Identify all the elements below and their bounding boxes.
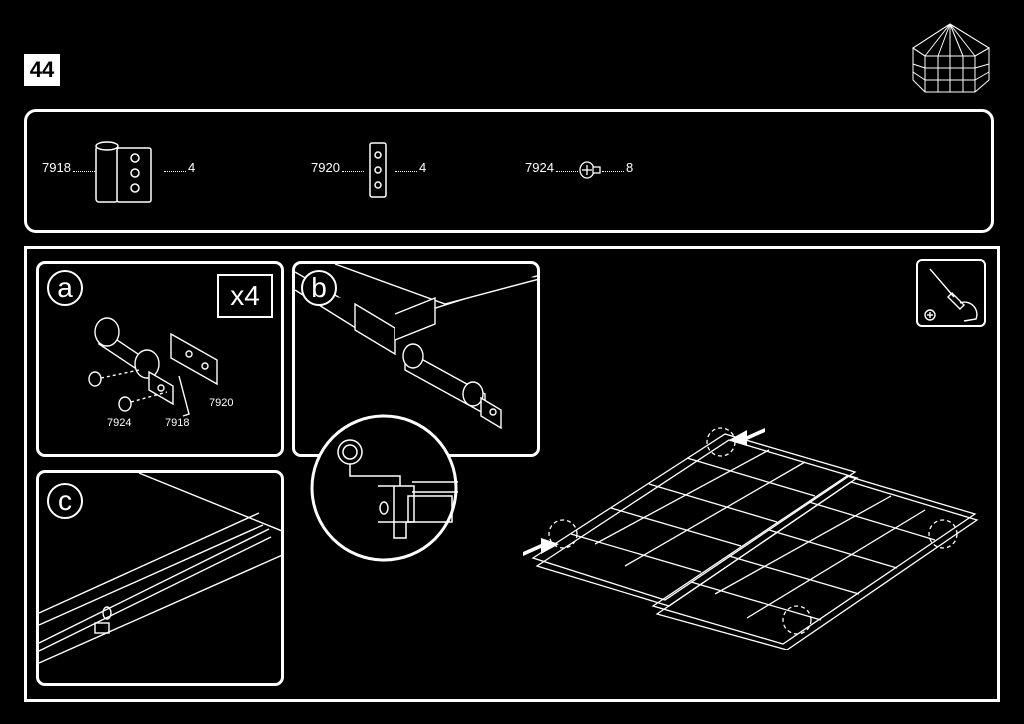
hinge-assembly-illustration	[88, 317, 218, 417]
part-code: 7918	[42, 160, 71, 175]
floor-panels-assembly-illustration	[523, 427, 979, 650]
screw-icon	[579, 161, 601, 179]
panel-a: a x4 7920 7924 7918	[36, 261, 284, 457]
multiplier-badge: x4	[217, 274, 273, 318]
plate-icon	[369, 142, 387, 198]
callout-7918: 7918	[165, 417, 190, 429]
part-7918: 7918	[42, 160, 97, 175]
callout-7920: 7920	[209, 397, 234, 409]
panel-a-label: a	[47, 270, 83, 306]
profile-detail-callout	[310, 414, 458, 562]
screwdriver-icon	[924, 268, 978, 322]
part-7920-qty: 4	[393, 160, 426, 175]
part-7924: 7924	[525, 160, 580, 175]
part-7920: 7920	[311, 160, 366, 175]
part-qty: 4	[419, 160, 427, 175]
hinge-icon	[95, 141, 152, 203]
instruction-area	[24, 246, 1000, 702]
panel-b-label: b	[301, 270, 337, 306]
step-number: 44	[24, 54, 60, 86]
panel-edge-illustration	[39, 473, 281, 664]
tool-indicator	[916, 259, 986, 327]
greenhouse-thumbnail-icon	[912, 23, 990, 93]
profile-hinge-illustration	[295, 264, 537, 430]
panel-c-label: c	[47, 483, 83, 519]
part-7918-qty: 4	[162, 160, 195, 175]
part-qty: 4	[188, 160, 196, 175]
parts-list	[24, 109, 994, 233]
panel-b: b	[292, 261, 540, 457]
part-qty: 8	[626, 160, 634, 175]
part-code: 7920	[311, 160, 340, 175]
callout-7924: 7924	[107, 417, 132, 429]
part-code: 7924	[525, 160, 554, 175]
panel-c: c	[36, 470, 284, 686]
part-7924-qty: 8	[600, 160, 633, 175]
